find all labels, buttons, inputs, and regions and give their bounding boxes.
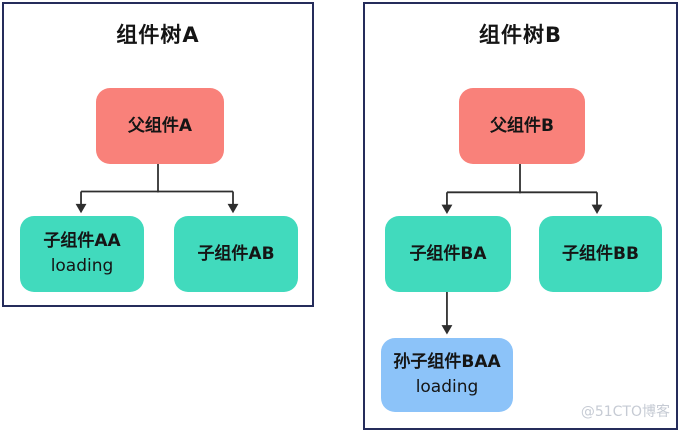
node-child-bb: 子组件BB xyxy=(539,216,662,292)
node-parent-a: 父组件A xyxy=(96,88,224,164)
node-child-aa: 子组件AA loading xyxy=(20,216,144,292)
arrowhead-down-icon xyxy=(75,203,87,214)
component-tree-b-panel: 组件树B 父组件B 子组件BA 子组件BB 孙子组件BAA loading @5… xyxy=(363,2,678,430)
node-child-aa-label: 子组件AA xyxy=(43,231,121,252)
node-child-ba: 子组件BA xyxy=(385,216,511,292)
arrowhead-down-icon xyxy=(441,204,453,215)
node-grandchild-baa-label: 孙子组件BAA xyxy=(393,352,501,373)
arrowhead-down-icon xyxy=(591,204,603,215)
node-grandchild-baa: 孙子组件BAA loading xyxy=(381,338,513,412)
node-child-aa-status: loading xyxy=(50,256,114,276)
node-child-bb-label: 子组件BB xyxy=(562,243,639,264)
node-child-ab-label: 子组件AB xyxy=(197,243,275,264)
tree-a-title: 组件树A xyxy=(116,23,200,47)
node-parent-b: 父组件B xyxy=(459,88,585,164)
node-child-ab: 子组件AB xyxy=(174,216,298,292)
node-parent-b-label: 父组件B xyxy=(490,115,554,136)
arrowhead-down-icon xyxy=(441,325,453,335)
node-grandchild-baa-status: loading xyxy=(415,377,479,397)
node-child-ba-label: 子组件BA xyxy=(409,243,487,264)
node-parent-a-label: 父组件A xyxy=(127,115,193,136)
arrowhead-down-icon xyxy=(227,203,239,214)
tree-b-title: 组件树B xyxy=(478,23,562,47)
watermark: @51CTO博客 xyxy=(580,404,670,420)
component-tree-a-panel: 组件树A 父组件A 子组件AA loading 子组件AB xyxy=(2,2,314,307)
